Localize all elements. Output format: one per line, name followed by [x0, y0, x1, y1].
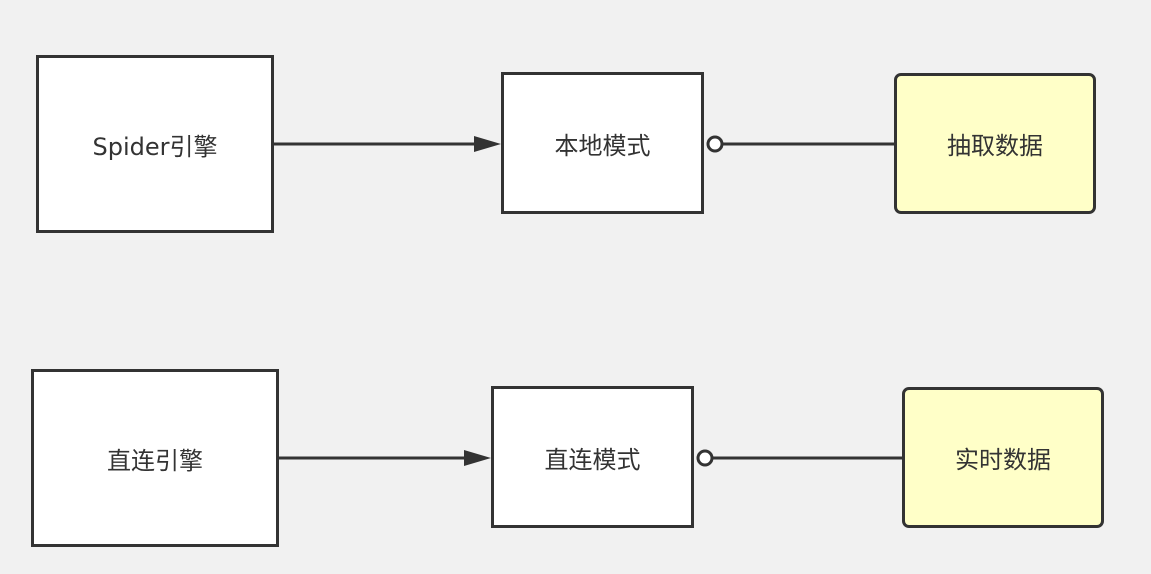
node-label: 实时数据 — [955, 446, 1051, 474]
circle-endpoint — [696, 449, 714, 467]
node-label: 本地模式 — [554, 131, 651, 160]
direct-engine-node[interactable]: 直连引擎 — [31, 369, 279, 547]
circle-endpoint — [706, 135, 724, 153]
node-label: 抽取数据 — [947, 132, 1043, 160]
node-label: Spider引擎 — [92, 132, 218, 161]
node-label: 直连引擎 — [107, 446, 203, 475]
extract-data-node[interactable]: 抽取数据 — [894, 73, 1096, 214]
spider-engine-node[interactable]: Spider引擎 — [36, 55, 274, 233]
direct-mode-node[interactable]: 直连模式 — [491, 386, 694, 528]
node-label: 直连模式 — [544, 445, 641, 474]
arrowhead — [464, 450, 491, 466]
local-mode-node[interactable]: 本地模式 — [501, 72, 704, 214]
arrowhead — [474, 136, 501, 152]
realtime-data-node[interactable]: 实时数据 — [902, 387, 1104, 528]
